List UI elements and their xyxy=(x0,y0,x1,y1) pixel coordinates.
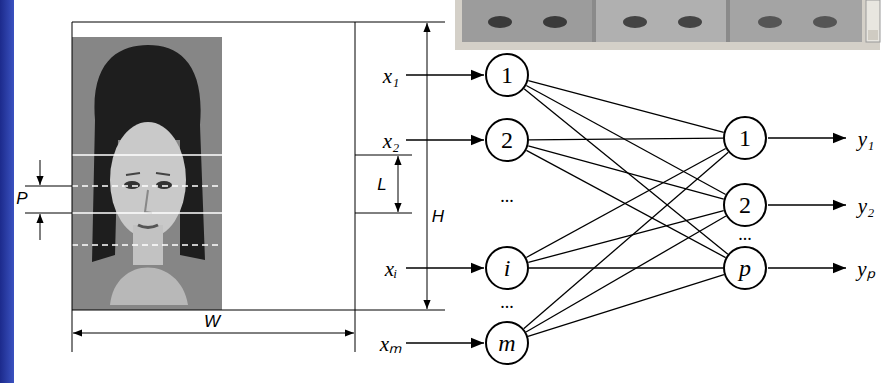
neuron-circle: p xyxy=(723,246,767,290)
input-label: x₁ xyxy=(383,66,400,87)
ellipsis: ... xyxy=(500,293,514,311)
dimension-label: P xyxy=(16,190,27,207)
weight-connection xyxy=(524,89,728,254)
dimension-label: L xyxy=(377,176,386,193)
weight-connection xyxy=(528,146,724,199)
input-label: x₂ xyxy=(383,131,400,152)
neuron-circle: 2 xyxy=(723,183,767,227)
eye-screenshot xyxy=(455,0,880,50)
input-label: xₘ xyxy=(380,334,402,355)
neuron-circle: 2 xyxy=(485,118,529,162)
input-label: xᵢ xyxy=(385,259,398,280)
signal-arrows xyxy=(406,75,846,343)
neuron-index: 2 xyxy=(501,128,513,152)
weight-connection xyxy=(529,138,723,140)
output-label: y₂ xyxy=(858,196,875,217)
ellipsis: ... xyxy=(738,225,752,243)
dimension-label: H xyxy=(432,208,444,225)
slide-strip xyxy=(0,0,14,383)
neuron-index: 2 xyxy=(739,193,751,217)
weight-connection xyxy=(526,216,726,332)
neuron-index: p xyxy=(739,256,751,280)
weight-connection xyxy=(529,267,723,268)
neuron-circle: m xyxy=(485,321,529,365)
dimension-label: W xyxy=(204,313,220,330)
neuron-index: i xyxy=(504,256,511,280)
output-label: y₁ xyxy=(858,129,875,150)
weight-connection xyxy=(524,152,729,328)
output-label: yₚ xyxy=(857,259,874,280)
weight-connection xyxy=(528,275,724,337)
neuron-index: 1 xyxy=(501,63,513,87)
weight-connection xyxy=(528,211,723,263)
neuron-circle: 1 xyxy=(485,53,529,97)
weight-connection xyxy=(528,81,723,133)
neuron-index: m xyxy=(498,331,515,355)
face-photo xyxy=(72,37,222,310)
weight-connection xyxy=(526,86,725,195)
ellipsis: ... xyxy=(500,187,514,205)
neuron-circle: i xyxy=(485,246,529,290)
dimension-lines xyxy=(25,22,445,352)
neuron-index: 1 xyxy=(739,126,751,150)
neuron-circle: 1 xyxy=(723,116,767,160)
